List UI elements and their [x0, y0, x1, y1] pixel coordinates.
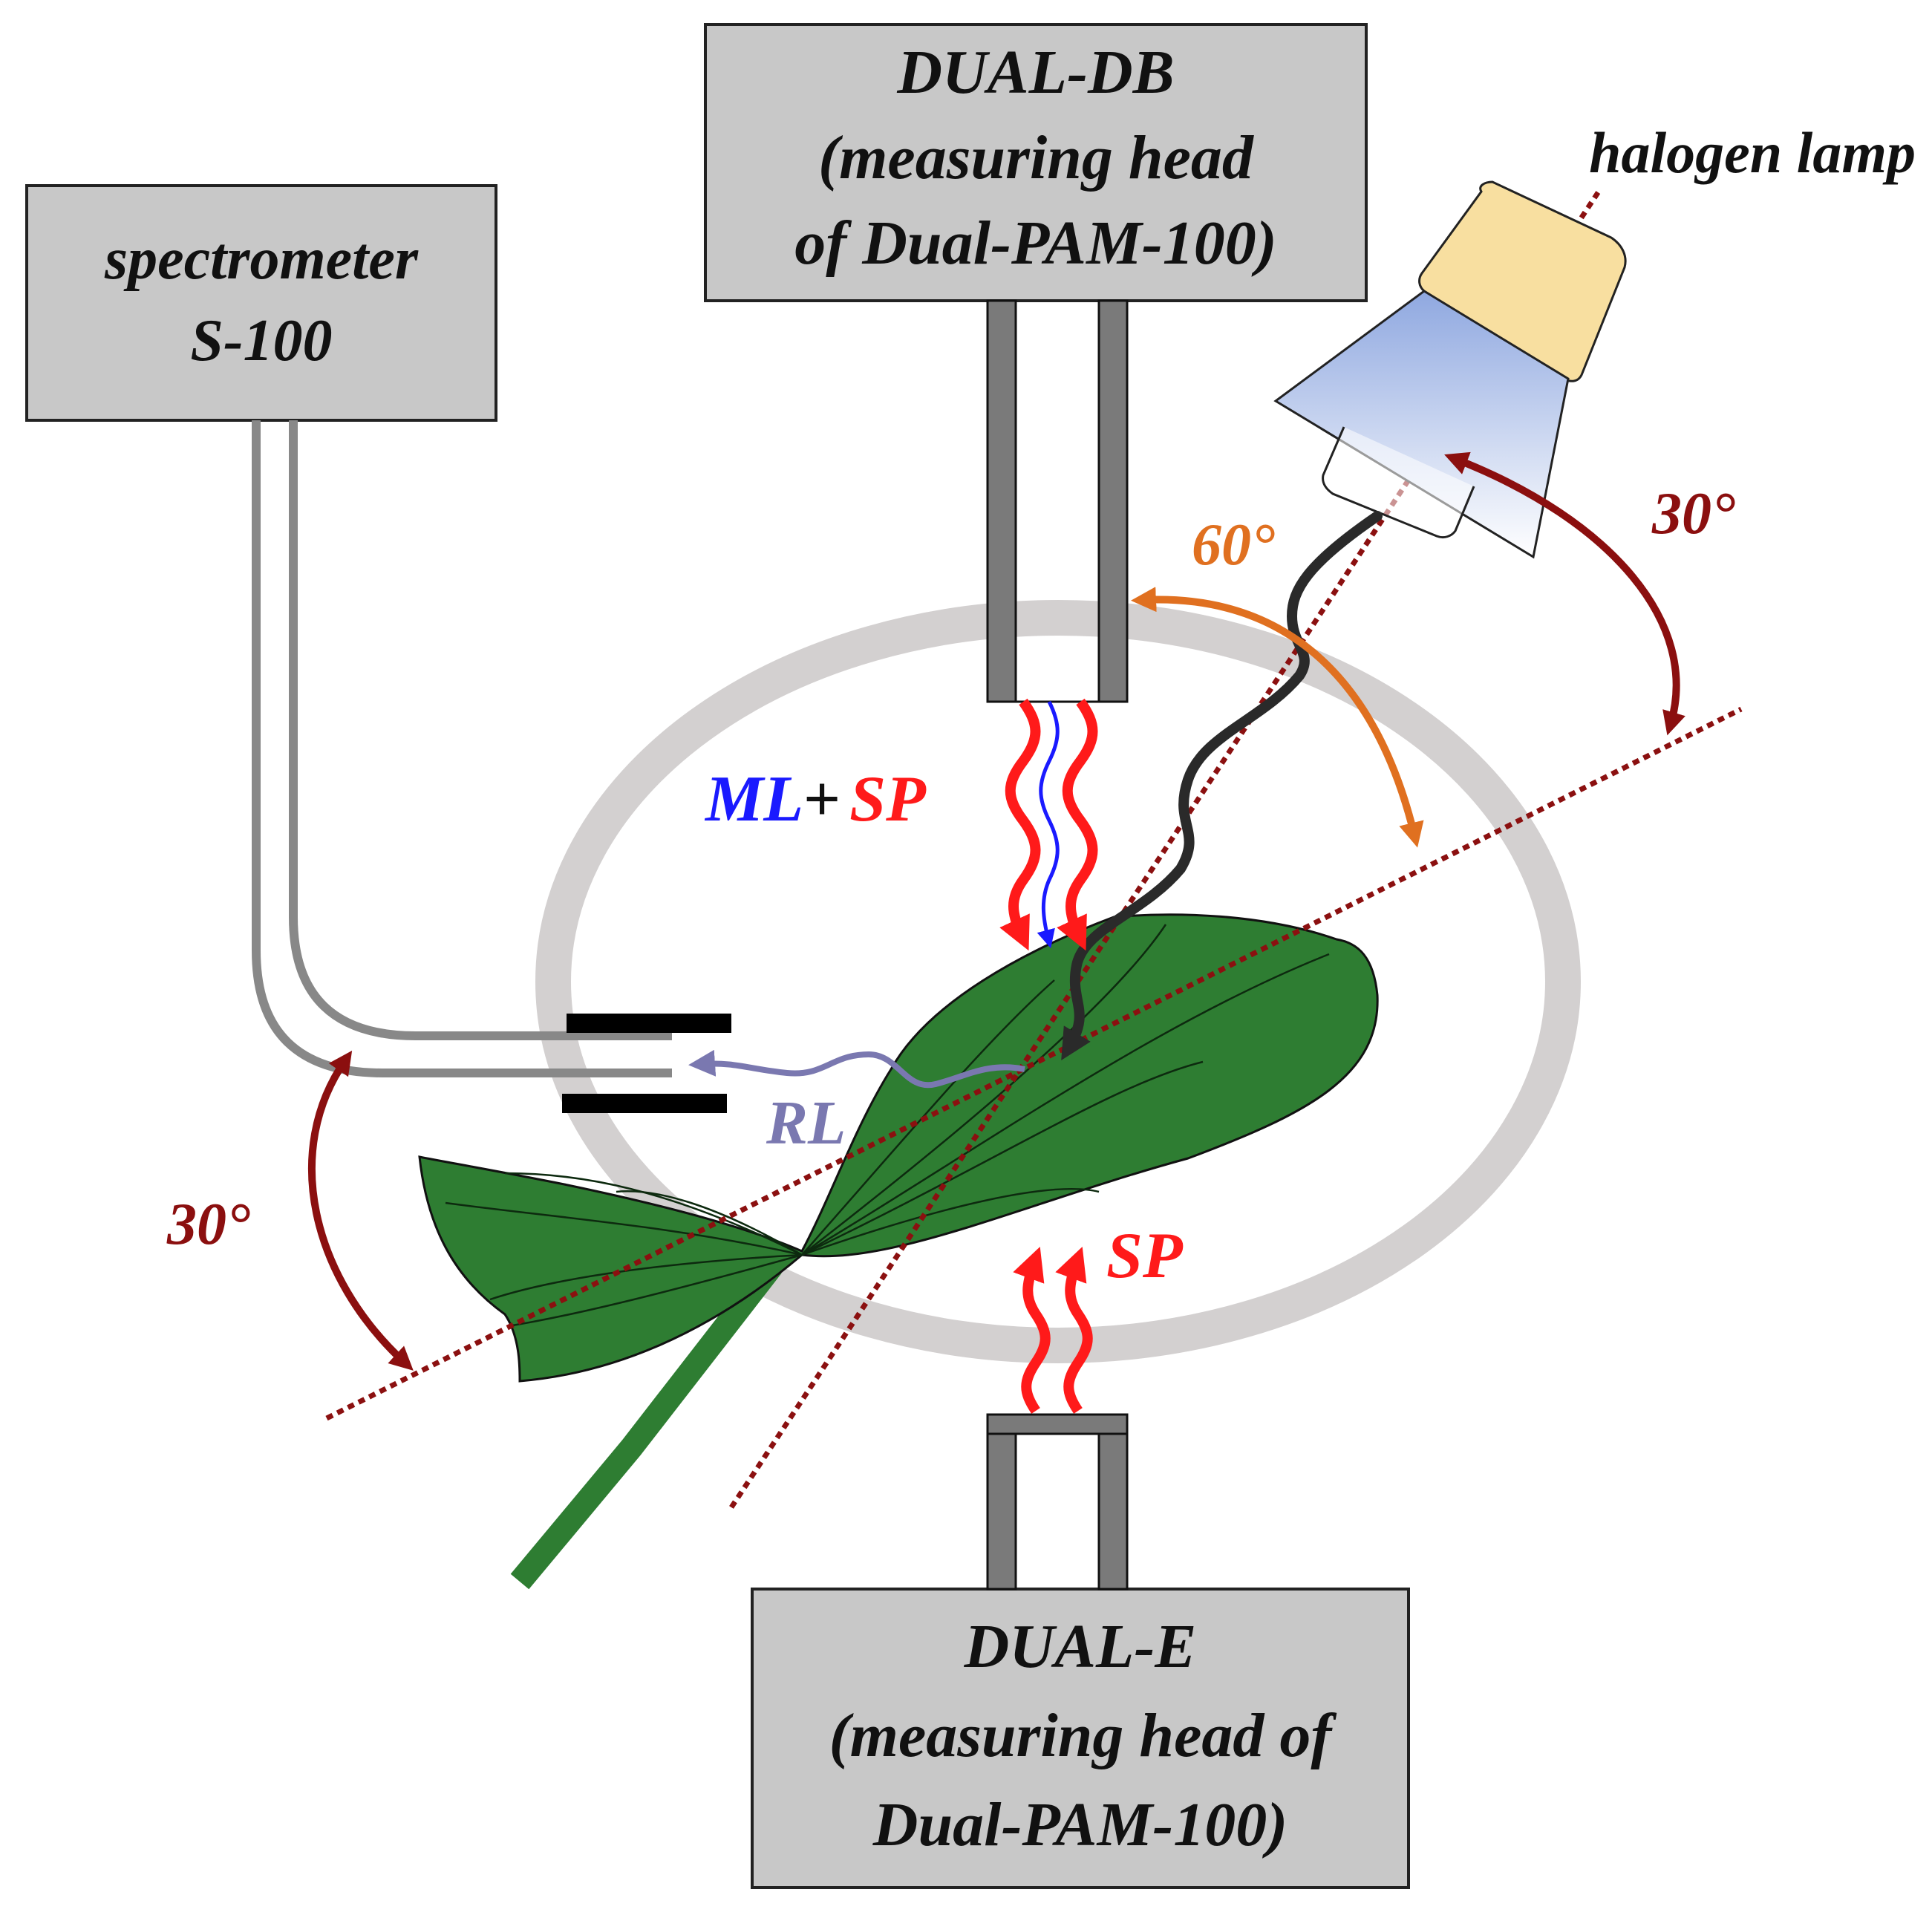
rl-arrow — [688, 1049, 1025, 1089]
lamp-axis-dotted-line — [729, 188, 1602, 1509]
angle-30-lamp-label: 30° — [1651, 481, 1735, 547]
dual-e-tube — [986, 1413, 1129, 1591]
angle-arrow-left-30 — [307, 1050, 414, 1371]
sp-top-label: SP — [849, 763, 927, 835]
leaf — [418, 913, 1379, 1383]
dual-db-box: DUAL-DB (measuring head of Dual-PAM-100) — [704, 23, 1368, 302]
dual-e-box: DUAL-E (measuring head of Dual-PAM-100) — [751, 1588, 1410, 1889]
dual-db-label-line-2: (measuring head — [818, 123, 1255, 192]
spectrometer-label-line-2: S-100 — [190, 308, 332, 373]
sample-ring — [535, 600, 1581, 1363]
ml-plus-sp-label: ML+SP — [704, 763, 927, 835]
angle-arrow-lamp-30 — [1444, 451, 1685, 736]
angle-arrow-60 — [1131, 587, 1424, 848]
dual-db-label-line-1: DUAL-DB — [896, 38, 1174, 107]
dual-e-label-line-3: Dual-PAM-100) — [872, 1790, 1288, 1859]
halogen-lamp-label: halogen lamp — [1589, 120, 1916, 185]
fiber-holder-top — [567, 1014, 731, 1033]
dual-e-label-line-1: DUAL-E — [964, 1612, 1197, 1681]
spectrometer-box: spectrometer S-100 — [25, 184, 497, 422]
rl-label: RL — [766, 1089, 846, 1158]
angle-60-label: 60° — [1192, 512, 1275, 578]
spectrometer-fiber — [252, 420, 672, 1077]
fiber-holder-bottom — [562, 1094, 727, 1113]
leaf-stem — [510, 1259, 782, 1590]
ml-label: ML — [704, 763, 803, 835]
sp-arrows-bottom — [1013, 1246, 1093, 1414]
dual-e-label-line-2: (measuring head of — [829, 1701, 1337, 1770]
ml-arrow — [1037, 700, 1060, 949]
dual-db-tube — [986, 299, 1129, 703]
dual-db-label-line-3: of Dual-PAM-100) — [794, 209, 1276, 278]
sp-arrows-top — [999, 698, 1098, 951]
sp-bottom-label: SP — [1106, 1220, 1184, 1292]
angle-30-left-label: 30° — [166, 1192, 250, 1257]
leaf-plane-dotted-line — [325, 706, 1743, 1421]
plus-label: + — [803, 763, 841, 835]
spectrometer-label-line-1: spectrometer — [104, 226, 419, 292]
